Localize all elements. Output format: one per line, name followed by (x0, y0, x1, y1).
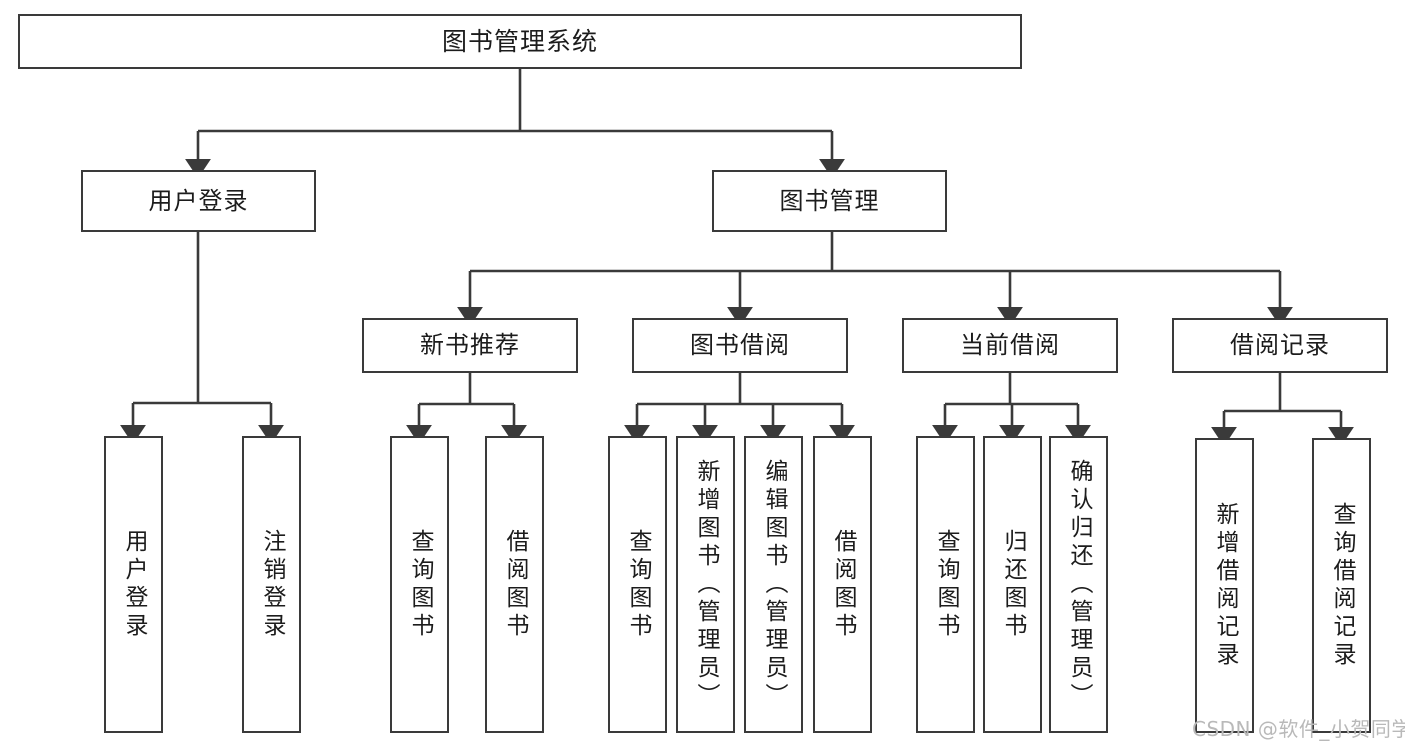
node-leaf-book-borrow-borrow-label: 借阅图书 (830, 528, 856, 641)
node-leaf-new-book-query-label: 查询图书 (407, 528, 433, 641)
node-leaf-new-book-borrow[interactable]: 借阅图书 (485, 436, 544, 733)
node-leaf-current-borrow-query[interactable]: 查询图书 (916, 436, 975, 733)
node-leaf-user-login-signout[interactable]: 注销登录 (242, 436, 301, 733)
node-leaf-new-book-query[interactable]: 查询图书 (390, 436, 449, 733)
node-leaf-new-book-borrow-label: 借阅图书 (502, 528, 528, 641)
node-leaf-borrow-record-add[interactable]: 新增借阅记录 (1195, 438, 1254, 733)
node-current-borrow[interactable]: 当前借阅 (902, 318, 1118, 373)
node-leaf-book-borrow-add-label: 新增图书（管理员） (693, 458, 719, 711)
node-leaf-user-login-signout-label: 注销登录 (259, 528, 285, 641)
node-book-borrow[interactable]: 图书借阅 (632, 318, 848, 373)
node-leaf-book-borrow-edit-label: 编辑图书（管理员） (761, 458, 787, 711)
node-borrow-record[interactable]: 借阅记录 (1172, 318, 1388, 373)
node-borrow-record-label: 借阅记录 (1230, 331, 1330, 360)
node-leaf-current-borrow-confirm[interactable]: 确认归还（管理员） (1049, 436, 1108, 733)
node-leaf-book-borrow-query[interactable]: 查询图书 (608, 436, 667, 733)
node-leaf-borrow-record-query[interactable]: 查询借阅记录 (1312, 438, 1371, 733)
node-leaf-user-login-signin[interactable]: 用户登录 (104, 436, 163, 733)
node-book-borrow-label: 图书借阅 (690, 331, 790, 360)
node-leaf-current-borrow-confirm-label: 确认归还（管理员） (1066, 458, 1092, 711)
node-leaf-borrow-record-query-label: 查询借阅记录 (1329, 501, 1355, 670)
node-book-manage-label: 图书管理 (779, 186, 880, 215)
csdn-watermark: CSDN @软件_小贺同学 (1192, 717, 1405, 741)
node-leaf-borrow-record-add-label: 新增借阅记录 (1212, 501, 1238, 670)
node-leaf-current-borrow-query-label: 查询图书 (933, 528, 959, 641)
node-leaf-book-borrow-borrow[interactable]: 借阅图书 (813, 436, 872, 733)
node-leaf-book-borrow-add[interactable]: 新增图书（管理员） (676, 436, 735, 733)
node-leaf-book-borrow-query-label: 查询图书 (625, 528, 651, 641)
node-leaf-current-borrow-return-label: 归还图书 (1000, 528, 1026, 641)
node-new-book-recommend-label: 新书推荐 (420, 331, 520, 360)
node-user-login-label: 用户登录 (148, 186, 249, 215)
node-leaf-book-borrow-edit[interactable]: 编辑图书（管理员） (744, 436, 803, 733)
node-leaf-current-borrow-return[interactable]: 归还图书 (983, 436, 1042, 733)
node-book-manage[interactable]: 图书管理 (712, 170, 947, 232)
node-root-system[interactable]: 图书管理系统 (18, 14, 1022, 69)
node-leaf-user-login-signin-label: 用户登录 (121, 528, 147, 641)
node-user-login[interactable]: 用户登录 (81, 170, 316, 232)
node-root-system-label: 图书管理系统 (441, 26, 598, 56)
node-new-book-recommend[interactable]: 新书推荐 (362, 318, 578, 373)
node-current-borrow-label: 当前借阅 (960, 331, 1060, 360)
